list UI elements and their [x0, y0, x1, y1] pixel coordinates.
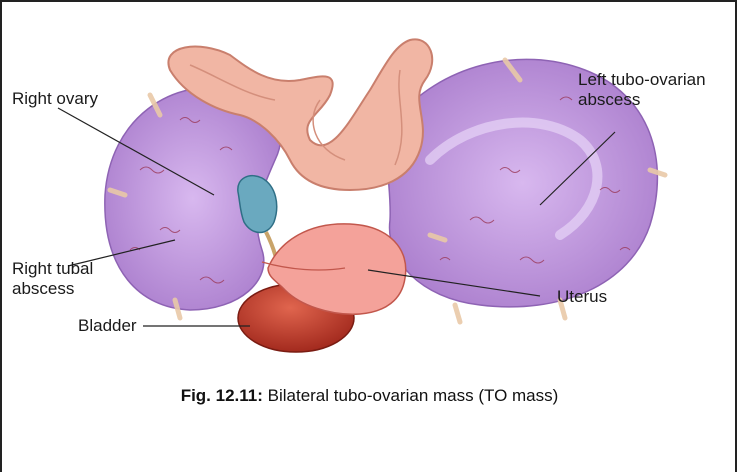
label-right-tubal-line2: abscess — [12, 279, 93, 299]
caption-fig-number: Fig. 12.11: — [181, 386, 263, 405]
label-right-tubal-line1: Right tubal — [12, 259, 93, 279]
label-bladder: Bladder — [78, 316, 137, 336]
label-uterus: Uterus — [557, 287, 607, 307]
label-left-tubo-ovarian-line2: abscess — [578, 90, 706, 110]
label-left-tubo-ovarian-line1: Left tubo-ovarian — [578, 70, 706, 90]
label-left-tubo-ovarian-abscess: Left tubo-ovarian abscess — [578, 70, 706, 110]
caption-text: Bilateral tubo-ovarian mass (TO mass) — [268, 386, 559, 405]
figure-caption: Fig. 12.11: Bilateral tubo-ovarian mass … — [0, 386, 739, 406]
label-right-tubal-abscess: Right tubal abscess — [12, 259, 93, 299]
label-right-ovary: Right ovary — [12, 89, 98, 109]
